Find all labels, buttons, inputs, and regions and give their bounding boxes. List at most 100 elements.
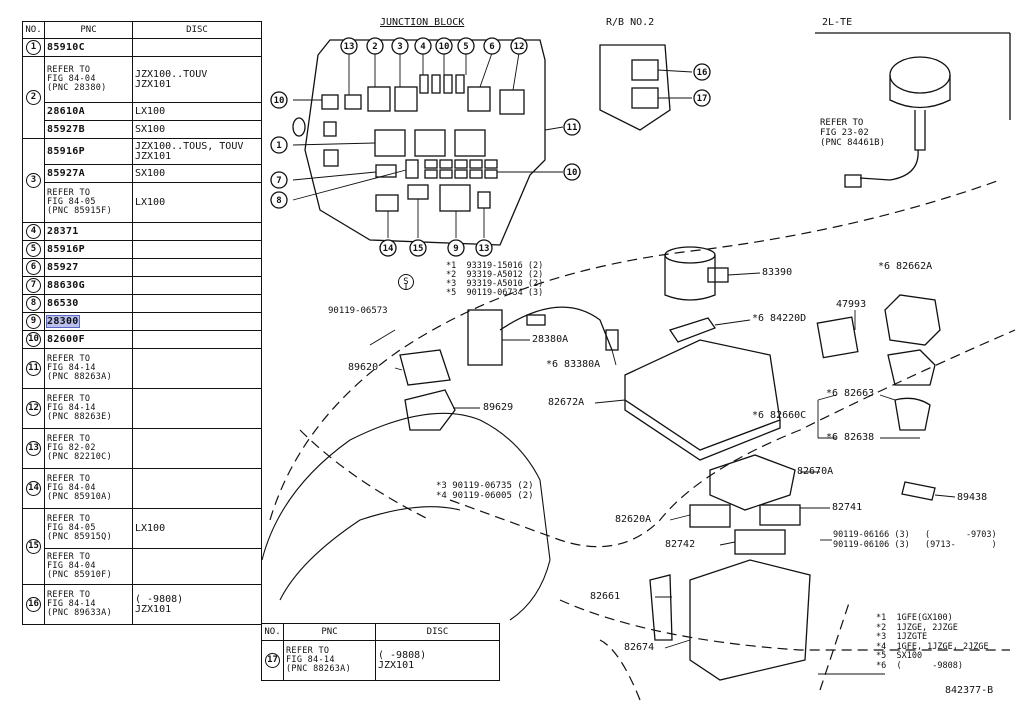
callout-83380A[interactable]: *6 83380A bbox=[546, 359, 601, 370]
callout-circle-16[interactable]: 16 bbox=[693, 63, 711, 81]
pnc-cell[interactable]: 88630G bbox=[44, 276, 133, 295]
callout-bolts-bottom[interactable]: *3 90119-06735 (2) *4 90119-06005 (2) bbox=[436, 481, 534, 501]
callout-82662A[interactable]: *6 82662A bbox=[878, 261, 933, 272]
ref-number: 11 bbox=[26, 361, 41, 376]
callout-82670A[interactable]: 82670A bbox=[797, 466, 834, 477]
callout-circle-10[interactable]: 10 bbox=[563, 163, 581, 181]
pnc-cell[interactable]: 85927A bbox=[44, 164, 133, 183]
callout-circle-6[interactable]: 6 bbox=[483, 37, 501, 55]
pnc-cell[interactable]: 85916P bbox=[44, 240, 133, 259]
callout-82660C[interactable]: *6 82660C bbox=[752, 410, 807, 421]
pnc-cell[interactable]: REFER TO FIG 84-14 (PNC 88263E) bbox=[44, 388, 133, 429]
callout-circle-10[interactable]: 10 bbox=[435, 37, 453, 55]
pnc-cell[interactable]: 28610A bbox=[44, 102, 133, 121]
callout-90119-06573[interactable]: 90119-06573 bbox=[328, 306, 388, 316]
pnc-cell[interactable]: 85927 bbox=[44, 258, 133, 277]
pnc-cell[interactable]: 85916P bbox=[44, 138, 133, 165]
callout-bolts-s[interactable]: *1 93319-15016 (2) *2 93319-A5012 (2) *3… bbox=[446, 261, 544, 298]
callout-circle-7[interactable]: 7 bbox=[270, 171, 288, 189]
pnc-cell[interactable]: REFER TO FIG 84-05 (PNC 85915F) bbox=[44, 182, 133, 223]
callout-82741[interactable]: 82741 bbox=[832, 502, 863, 513]
callout-84220D[interactable]: *6 84220D bbox=[752, 313, 807, 324]
svg-text:4: 4 bbox=[420, 42, 426, 52]
ref-number: 13 bbox=[26, 441, 41, 456]
pnc-cell[interactable]: REFER TO FIG 84-14 (PNC 88263A) bbox=[283, 640, 376, 681]
callout-82672A[interactable]: 82672A bbox=[548, 397, 585, 408]
callout-circle-1[interactable]: 1 bbox=[270, 136, 288, 154]
callout-47993[interactable]: 47993 bbox=[836, 299, 867, 310]
table-row[interactable]: REFER TO FIG 84-04 (PNC 85910F) bbox=[23, 548, 262, 585]
callout-circle-14[interactable]: 14 bbox=[379, 239, 397, 257]
callout-82674[interactable]: 82674 bbox=[624, 642, 655, 653]
callout-circle-15[interactable]: 15 bbox=[409, 239, 427, 257]
callout-circle-4[interactable]: 4 bbox=[414, 37, 432, 55]
ref-number: 8 bbox=[26, 296, 41, 311]
callout-83390[interactable]: 83390 bbox=[762, 267, 793, 278]
callout-circle-13[interactable]: 13 bbox=[475, 239, 493, 257]
relay-block-2 bbox=[599, 44, 671, 131]
callout-circle-13[interactable]: 13 bbox=[340, 37, 358, 55]
heading-junction-block: JUNCTION BLOCK bbox=[380, 17, 464, 28]
callout-circle-3[interactable]: 3 bbox=[391, 37, 409, 55]
callout-circle-10[interactable]: 10 bbox=[270, 91, 288, 109]
callout-89629[interactable]: 89629 bbox=[483, 402, 514, 413]
svg-text:5: 5 bbox=[463, 42, 468, 52]
callout-circle-17[interactable]: 17 bbox=[693, 89, 711, 107]
disc-cell: SX100 bbox=[132, 120, 262, 139]
pnc-cell[interactable]: REFER TO FIG 84-04 (PNC 28380) bbox=[44, 56, 133, 103]
pnc-cell[interactable]: 86530 bbox=[44, 294, 133, 313]
pnc-cell[interactable]: REFER TO FIG 84-04 (PNC 85910F) bbox=[44, 548, 133, 585]
callout-refer-2302[interactable]: REFER TO FIG 23-02 (PNC 84461B) bbox=[820, 118, 886, 148]
selected-pnc-highlight[interactable]: 28300 bbox=[46, 314, 80, 328]
pnc-cell[interactable]: 28371 bbox=[44, 222, 133, 241]
callout-82661[interactable]: 82661 bbox=[590, 591, 621, 602]
callout-82663[interactable]: *6 82663 bbox=[826, 388, 875, 399]
table-row[interactable]: 17 REFER TO FIG 84-14 (PNC 88263A) ( -98… bbox=[261, 640, 500, 681]
callout-82638[interactable]: *6 82638 bbox=[826, 432, 875, 443]
pnc-cell[interactable]: REFER TO FIG 84-14 (PNC 89633A) bbox=[44, 584, 133, 625]
callout-82620A[interactable]: 82620A bbox=[615, 514, 652, 525]
callout-circle-8[interactable]: 8 bbox=[270, 191, 288, 209]
callout-circle-11[interactable]: 11 bbox=[563, 118, 581, 136]
pnc-cell[interactable]: 85927B bbox=[44, 120, 133, 139]
callout-circle-9[interactable]: 9 bbox=[447, 239, 465, 257]
svg-text:8: 8 bbox=[276, 196, 281, 206]
callout-bolt-pair[interactable]: 90119-06166 (3) 90119-06106 (3) bbox=[833, 530, 910, 550]
table-row[interactable]: REFER TO FIG 84-05 (PNC 85915F)LX100 bbox=[23, 182, 262, 223]
pnc-cell[interactable]: 82600F bbox=[44, 330, 133, 349]
callout-circle-5[interactable]: 5 bbox=[457, 37, 475, 55]
pnc-cell[interactable]: REFER TO FIG 84-14 (PNC 88263A) bbox=[44, 348, 133, 389]
callout-82742[interactable]: 82742 bbox=[665, 539, 696, 550]
callout-circle-2[interactable]: 2 bbox=[366, 37, 384, 55]
pnc-cell[interactable]: REFER TO FIG 84-05 (PNC 85915Q) bbox=[44, 508, 133, 549]
callout-89620[interactable]: 89620 bbox=[348, 362, 379, 373]
callout-28380A[interactable]: 28380A bbox=[532, 334, 569, 345]
engine-legend: *1 1GFE(GX100) *2 1JZGE, 2JZGE *3 1JZGTE… bbox=[876, 613, 989, 671]
pnc-cell[interactable]: REFER TO FIG 82-02 (PNC 82210C) bbox=[44, 428, 133, 469]
callout-circle-12[interactable]: 12 bbox=[510, 37, 528, 55]
pnc-cell[interactable]: 85910C bbox=[44, 38, 133, 57]
pnc-cell[interactable]: REFER TO FIG 84-04 (PNC 85910A) bbox=[44, 468, 133, 509]
pnc-cell[interactable]: 28300 bbox=[44, 312, 133, 331]
callout-89438[interactable]: 89438 bbox=[957, 492, 988, 503]
